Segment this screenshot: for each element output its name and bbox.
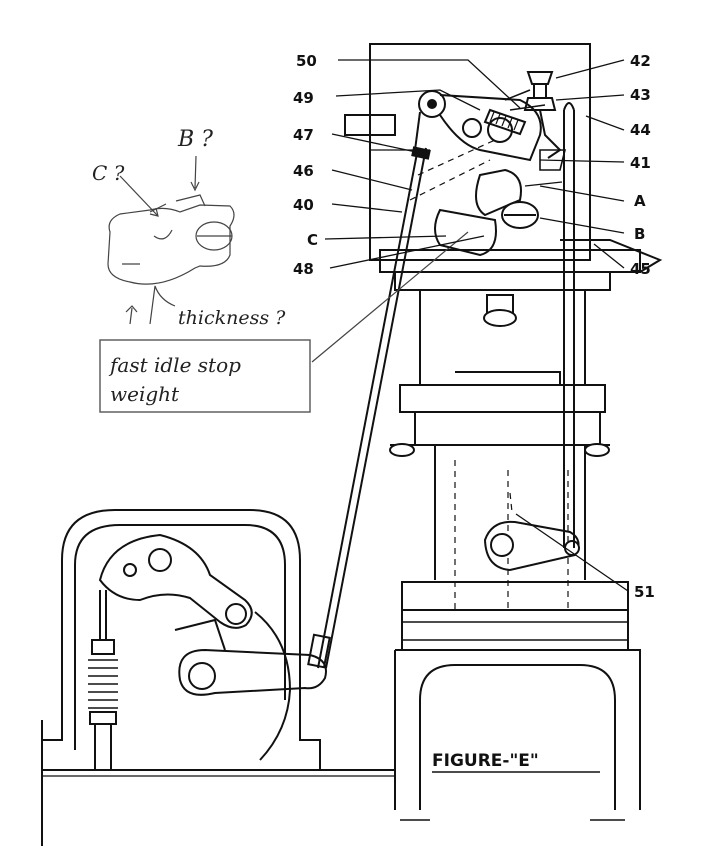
label-40: 40	[293, 196, 314, 214]
label-47: 47	[293, 126, 314, 144]
label-45: 45	[630, 260, 651, 278]
label-42: 42	[630, 52, 651, 70]
label-a: A	[634, 192, 646, 210]
label-46: 46	[293, 162, 314, 180]
linkage-rods	[307, 102, 575, 669]
label-48: 48	[293, 260, 314, 278]
weight-detail-sketch	[107, 155, 235, 325]
fast-idle-note-line2: weight	[110, 382, 180, 406]
figure-title: FIGURE-"E"	[432, 751, 539, 771]
label-44: 44	[630, 121, 651, 139]
part-labels: 50 49 47 46 40 C 48 42 43 44 41 A B 45 5…	[293, 52, 655, 601]
c-question-note: C ?	[92, 161, 125, 185]
label-b: B	[634, 225, 645, 243]
note-box	[99, 339, 311, 413]
throttle-lever	[483, 520, 580, 572]
label-c: C	[307, 231, 318, 249]
label-41: 41	[630, 154, 651, 172]
governor-housing	[41, 509, 395, 846]
top-linkage	[409, 71, 567, 257]
handwritten-notes: B ? C ? thickness ? fast idle stop weigh…	[92, 127, 286, 406]
leader-lines	[324, 59, 629, 592]
carburetor-body	[344, 43, 663, 821]
label-49: 49	[293, 89, 314, 107]
thickness-question-note: thickness ?	[178, 307, 286, 329]
label-50: 50	[296, 52, 317, 70]
fast-idle-note-line1: fast idle stop	[108, 353, 241, 377]
label-51: 51	[634, 583, 655, 601]
label-43: 43	[630, 86, 651, 104]
b-question-note: B ?	[177, 127, 213, 152]
